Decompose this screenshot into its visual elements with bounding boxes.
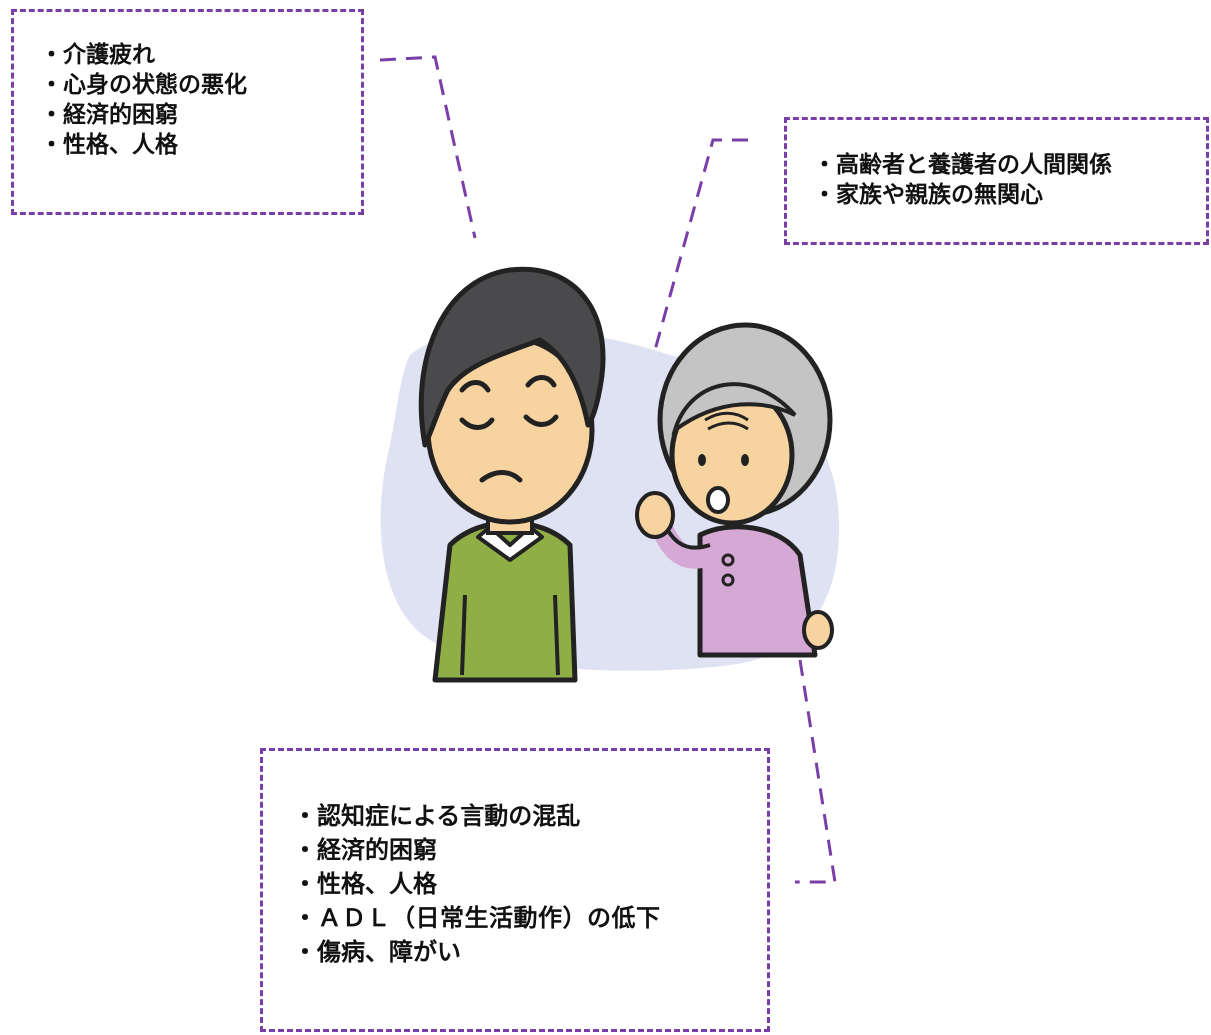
factor-item: ・高齢者と養護者の人間関係 xyxy=(813,152,1112,178)
factor-item: ・経済的困窮 xyxy=(293,836,437,864)
woman-dress xyxy=(697,524,818,658)
factor-item: ・性格、人格 xyxy=(293,870,437,898)
man-hair xyxy=(418,266,606,448)
factor-list-relationship: ・高齢者と養護者の人間関係 ・家族や親族の無関心 xyxy=(813,150,1206,210)
factor-item: ・ＡＤＬ（日常生活動作）の低下 xyxy=(293,904,661,932)
factor-item: ・認知症による言動の混乱 xyxy=(293,802,581,830)
factor-item: ・家族や親族の無関心 xyxy=(813,182,1043,208)
factor-item: ・介護疲れ xyxy=(40,42,155,68)
leader-line-caregiver xyxy=(379,55,477,239)
leader-line-relationship xyxy=(613,138,748,496)
factor-box-caregiver: ・介護疲れ ・心身の状態の悪化 ・経済的困窮 ・性格、人格 xyxy=(11,9,364,215)
caregiver-and-elderly-woman-illustration xyxy=(380,266,840,683)
factor-item: ・経済的困窮 xyxy=(40,102,178,128)
factor-box-elderly: ・認知症による言動の混乱 ・経済的困窮 ・性格、人格 ・ＡＤＬ（日常生活動作）の… xyxy=(260,748,770,1032)
factor-list-caregiver: ・介護疲れ ・心身の状態の悪化 ・経済的困窮 ・性格、人格 xyxy=(40,40,361,160)
factor-item: ・心身の状態の悪化 xyxy=(40,72,247,98)
factor-list-elderly: ・認知症による言動の混乱 ・経済的困窮 ・性格、人格 ・ＡＤＬ（日常生活動作）の… xyxy=(293,799,767,969)
factor-item: ・傷病、障がい xyxy=(293,938,461,966)
factor-item: ・性格、人格 xyxy=(40,132,178,158)
factor-box-relationship: ・高齢者と養護者の人間関係 ・家族や親族の無関心 xyxy=(784,117,1209,245)
